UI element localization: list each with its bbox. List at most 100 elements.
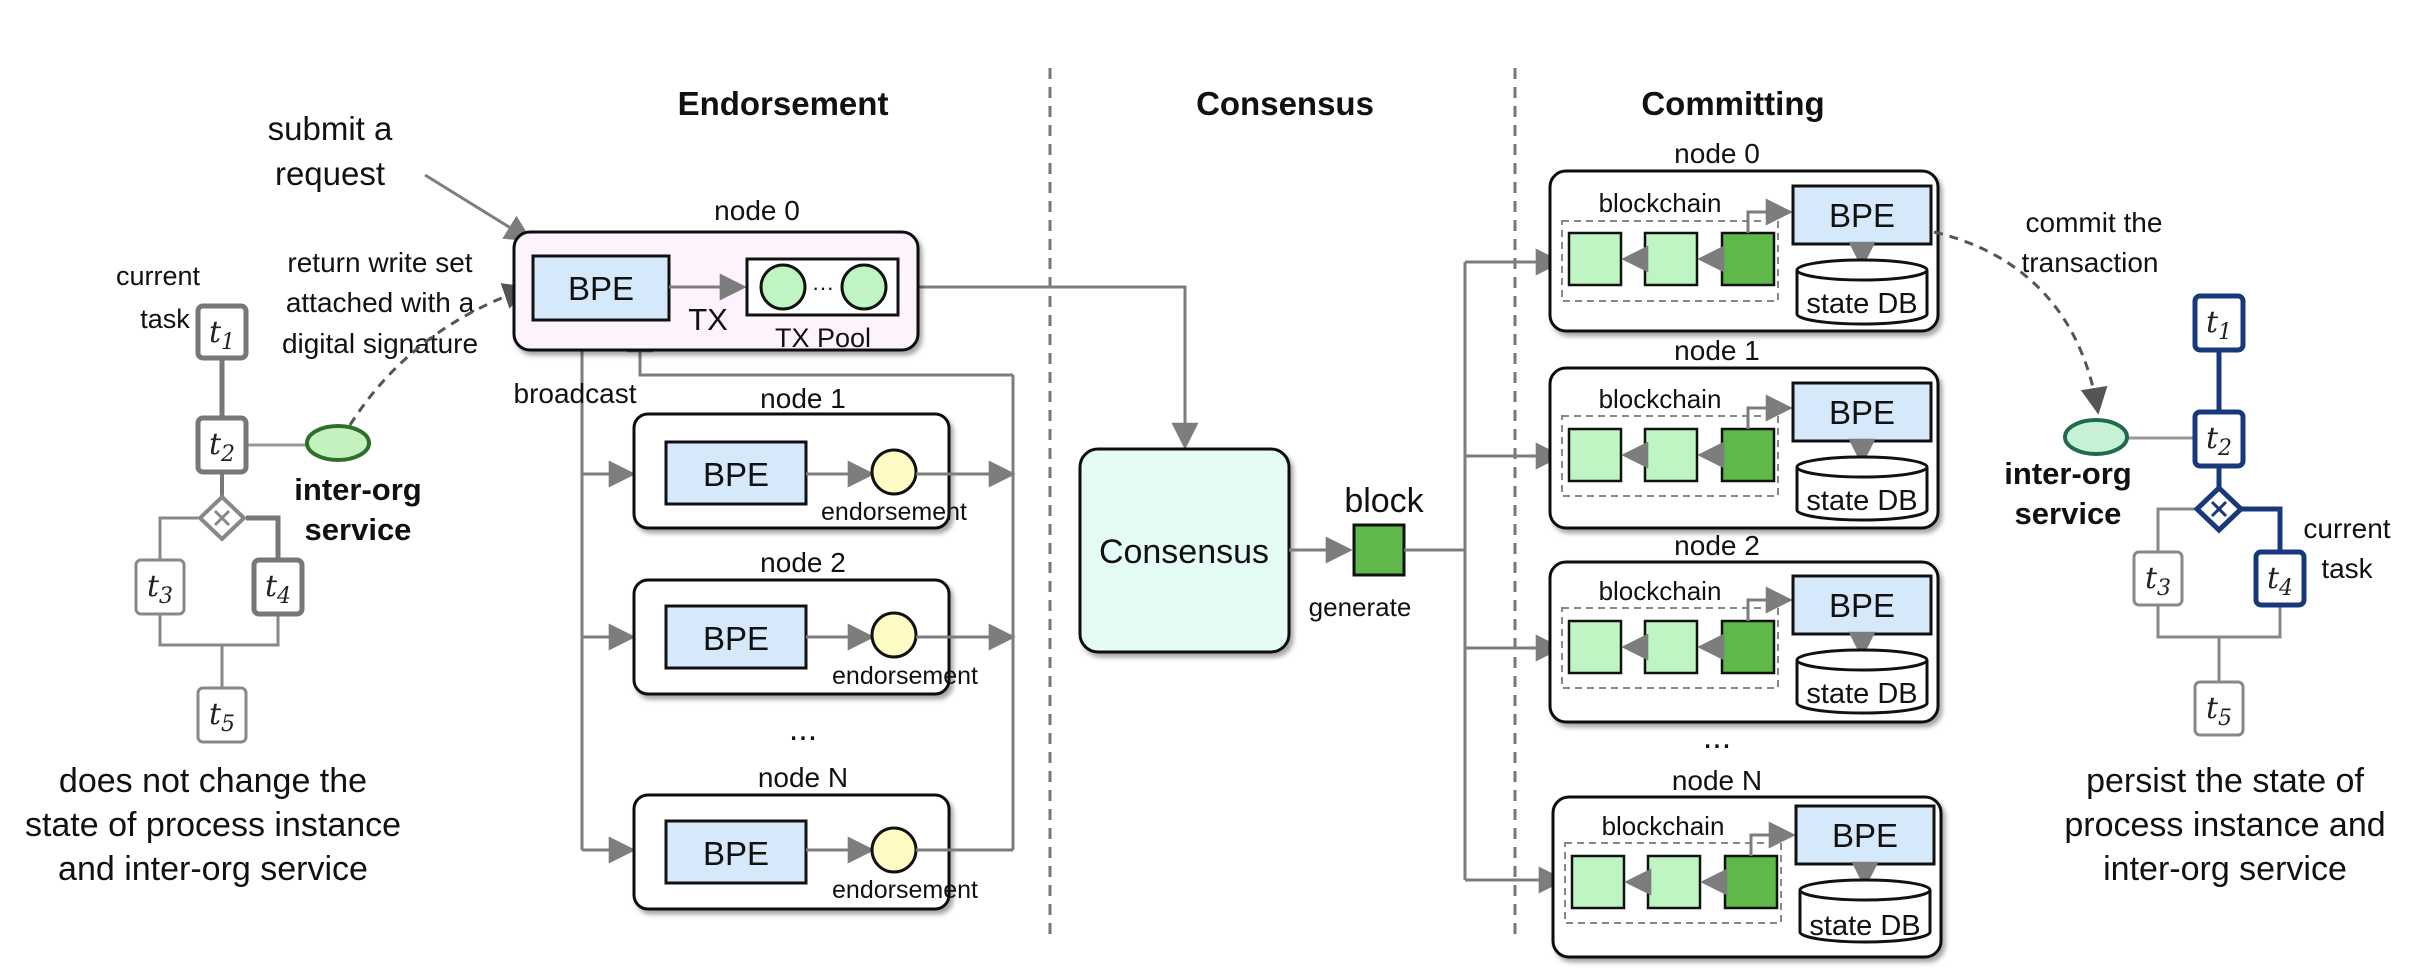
left-task-t2 <box>195 415 249 475</box>
submit-request-label-2: request <box>275 155 385 192</box>
commit-node1-blockchain-label: blockchain <box>1599 384 1722 414</box>
left-current-task-label-2: task <box>140 304 190 334</box>
left-task-t1-label: t1 <box>209 315 235 355</box>
left-task-t4 <box>251 557 305 617</box>
right-task-t3 <box>2132 550 2184 607</box>
broadcast-label: broadcast <box>514 378 637 409</box>
commit-transaction-arrow <box>1933 230 2108 415</box>
left-task-t5-label: t5 <box>209 697 235 737</box>
endorse-node1-bpe-label: BPE <box>703 456 769 493</box>
return-write-set-arrow <box>348 283 531 426</box>
right-task-t1-label: t1 <box>2206 305 2232 345</box>
commit-nodeN-state-db-icon <box>1798 878 1932 944</box>
endorse-node1-bpe <box>664 440 808 506</box>
section-endorsement: Endorsement <box>678 85 889 122</box>
right-inter-org-service-icon <box>2063 418 2129 456</box>
right-task-t1 <box>2192 293 2246 353</box>
tx-pool-label: TX Pool <box>775 323 871 353</box>
generate-label: generate <box>1309 592 1412 622</box>
commit-node0-state-db-label: state DB <box>1806 288 1917 320</box>
right-current-task-label-2: task <box>2321 553 2373 584</box>
consensus-box-label: Consensus <box>1099 533 1269 571</box>
left-task-t4-label: t4 <box>265 569 291 609</box>
tx-pool-dots: ··· <box>812 275 834 300</box>
left-task-t3-label: t3 <box>147 569 173 609</box>
commit-node0-chain-frame <box>1561 220 1779 302</box>
commit-node0-bpe-label: BPE <box>1829 197 1895 234</box>
endorse-node2-endorsement-label: endorsement <box>832 662 978 690</box>
left-caption-line1: does not change the <box>59 762 367 800</box>
commit-node2-label: node 2 <box>1674 530 1760 561</box>
endorse-node0-label: node 0 <box>714 195 800 226</box>
right-task-t3-label: t3 <box>2145 561 2171 601</box>
left-task-t1 <box>195 303 249 361</box>
commit-nodeN-blockchain-label: blockchain <box>1602 811 1725 841</box>
commit-node1-bpe-label: BPE <box>1829 394 1895 431</box>
commit-ellipsis: ... <box>1703 718 1731 756</box>
commit-nodeN-bpe <box>1794 804 1936 866</box>
commit-nodeN-bpe-label: BPE <box>1832 817 1898 854</box>
block-label: block <box>1344 482 1424 520</box>
left-task-t3 <box>134 558 186 616</box>
endorse-node2-bpe-label: BPE <box>703 620 769 657</box>
endorse-nodeN-endorsement-label: endorsement <box>832 876 978 904</box>
commit-node2-state-db-icon <box>1795 648 1929 715</box>
return-write-set-label-2: attached with a <box>286 287 475 318</box>
commit-transaction-label: commit the <box>2026 207 2163 238</box>
right-task-t2 <box>2192 409 2246 469</box>
right-caption-line3: inter-org service <box>2103 850 2347 888</box>
right-parallel-gateway-icon <box>2193 484 2245 534</box>
commit-node2-state-db-label: state DB <box>1806 678 1917 710</box>
right-task-t4-label: t4 <box>2267 561 2293 601</box>
right-workflow: commit the transaction inter-org service… <box>1933 207 2391 888</box>
return-write-set-label-3: digital signature <box>282 328 478 359</box>
endorse-node0-bpe <box>531 254 671 322</box>
return-write-set-label: return write set <box>287 247 472 278</box>
commit-node1-state-db-icon <box>1795 455 1929 522</box>
commit-node1-label: node 1 <box>1674 335 1760 366</box>
commit-node1-state-db-label: state DB <box>1806 485 1917 517</box>
endorse-ellipsis: ... <box>789 710 817 748</box>
submit-request-label: submit a <box>268 110 393 147</box>
endorse-nodeN-bpe <box>664 819 808 885</box>
commit-node2-blockchain-label: blockchain <box>1599 576 1722 606</box>
tx-to-consensus-arrow <box>898 285 1199 450</box>
tx-pool-circle-1 <box>759 263 807 311</box>
right-task-t2-label: t2 <box>2206 421 2232 461</box>
left-current-task-label: current <box>116 261 201 291</box>
left-workflow: submit a request return write set attach… <box>25 110 533 888</box>
left-caption-line3: and inter-org service <box>58 850 368 888</box>
left-task-t5 <box>196 686 248 744</box>
commit-transaction-label-2: transaction <box>2022 247 2159 278</box>
tx-pool-circle-2 <box>840 263 888 311</box>
commit-nodeN-state-db-label: state DB <box>1809 910 1920 942</box>
endorse-node2-label: node 2 <box>760 547 846 578</box>
endorse-node1-label: node 1 <box>760 383 846 414</box>
endorse-nodeN-label: node N <box>758 762 848 793</box>
right-caption-line1: persist the state of <box>2086 762 2364 800</box>
left-caption-line2: state of process instance <box>25 806 401 844</box>
right-inter-org-service-label-2: service <box>2015 496 2122 531</box>
left-task-t2-label: t2 <box>209 427 235 467</box>
section-consensus: Consensus <box>1196 85 1374 122</box>
block-icon <box>1352 523 1406 577</box>
commit-node2-bpe-label: BPE <box>1829 587 1895 624</box>
endorse-node0-bpe-label: BPE <box>568 270 634 307</box>
right-current-task-label: current <box>2303 513 2390 544</box>
endorse-nodeN-circle <box>870 826 918 874</box>
endorse-node1-circle <box>870 448 918 496</box>
endorsement-section: node 0 BPE TX ··· TX Pool broadcast node… <box>512 195 1199 911</box>
commit-node0-state-db-icon <box>1795 258 1929 326</box>
left-inter-org-service-label: inter-org <box>294 472 421 507</box>
endorse-nodeN-bpe-label: BPE <box>703 835 769 872</box>
tx-label: TX <box>688 302 728 337</box>
left-inter-org-service-icon <box>305 424 371 462</box>
left-inter-org-service-label-2: service <box>305 512 412 547</box>
consensus-section: Consensus block generate <box>1078 248 1566 894</box>
section-committing: Committing <box>1641 85 1824 122</box>
commit-node0-label: node 0 <box>1674 138 1760 169</box>
commit-node0-blockchain-label: blockchain <box>1599 188 1722 218</box>
submit-request-arrow <box>424 173 533 242</box>
right-task-t5 <box>2193 680 2245 737</box>
